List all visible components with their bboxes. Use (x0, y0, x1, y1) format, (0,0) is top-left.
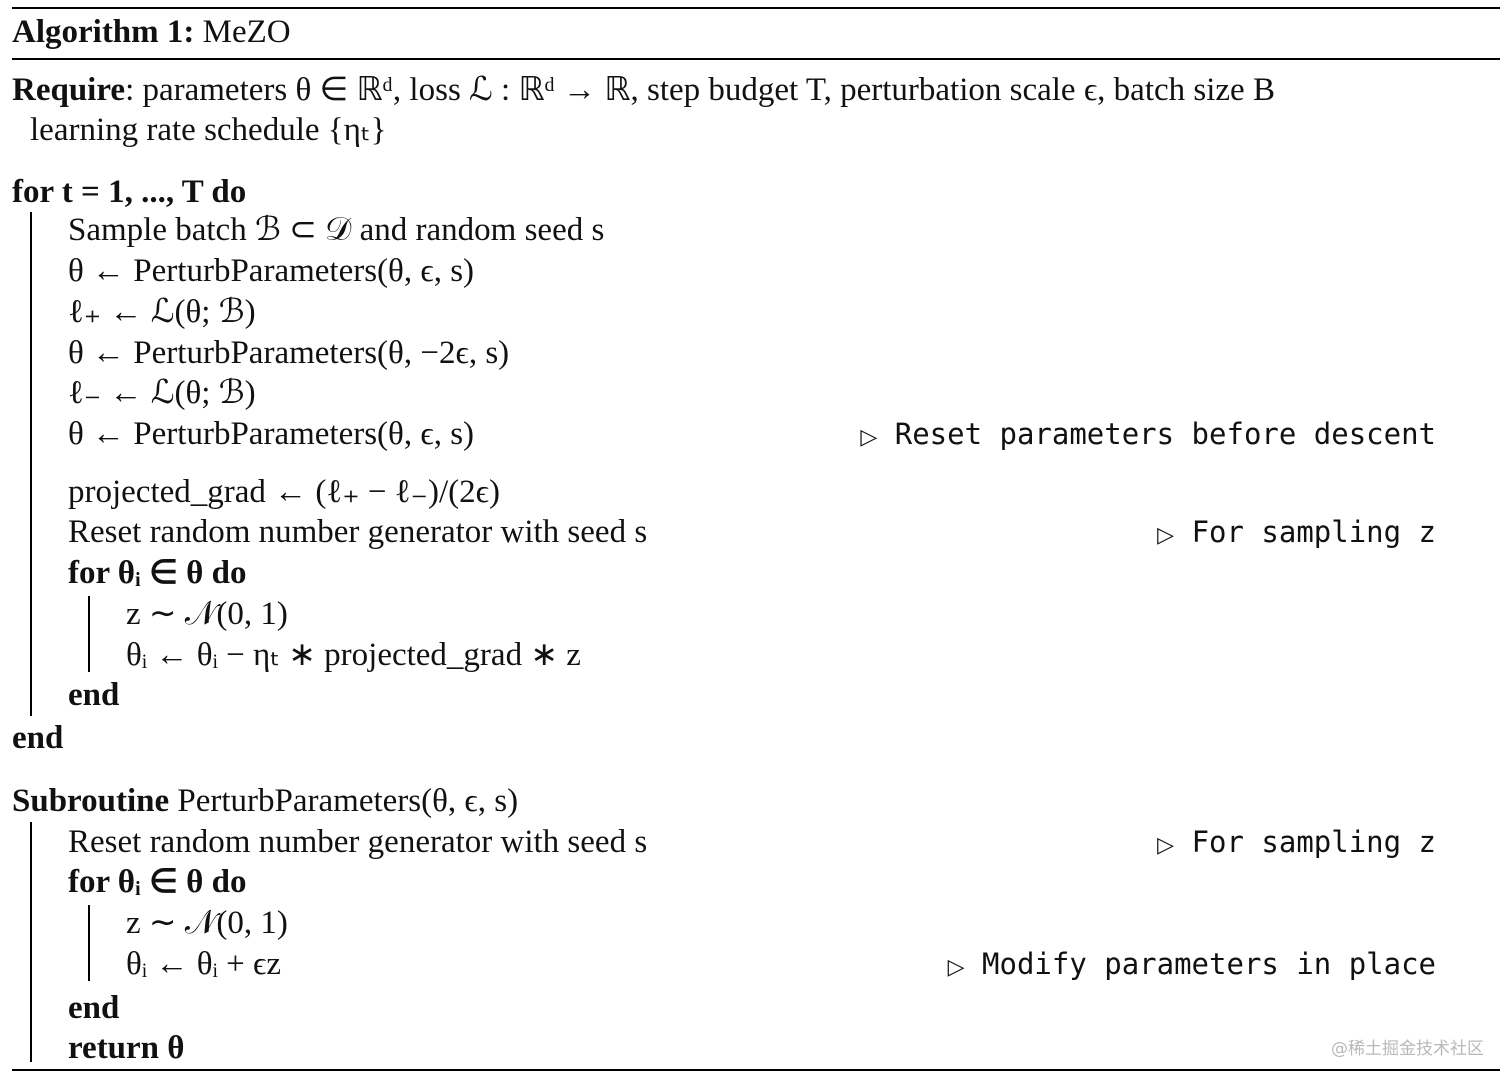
title-rule (12, 58, 1500, 60)
sub-for-header: for θᵢ ∈ θ do (68, 864, 247, 900)
for-loop-end: end (12, 720, 64, 756)
comment-triangle-icon: ▷ (1157, 523, 1175, 548)
comment-triangle-icon: ▷ (1157, 833, 1175, 858)
sub-reset-rng: Reset random number generator with seed … (68, 824, 648, 860)
algorithm-label: Algorithm 1: (12, 14, 195, 50)
step-loss-minus: ℓ₋ ← ℒ(θ; ℬ) (68, 375, 256, 411)
subroutine-scope-bar (30, 822, 32, 1062)
inner-for-scope-bar (88, 596, 90, 672)
require-text: : parameters θ ∈ ℝᵈ, loss ℒ : ℝᵈ → ℝ, st… (125, 72, 1275, 108)
top-rule (12, 7, 1500, 9)
sub-sample-z: z ∼ 𝒩(0, 1) (126, 905, 288, 941)
inner-sample-z: z ∼ 𝒩(0, 1) (126, 596, 288, 632)
sub-for-scope-bar (88, 905, 90, 981)
for-loop-header: for t = 1, ..., T do (12, 174, 247, 210)
subroutine-header: Subroutine PerturbParameters(θ, ϵ, s) (12, 781, 518, 821)
subroutine-signature: PerturbParameters(θ, ϵ, s) (177, 783, 519, 819)
sub-update-theta: θᵢ ← θᵢ + ϵz (126, 946, 282, 982)
comment-modify: ▷ Modify parameters in place (947, 947, 1436, 981)
comment-triangle-icon: ▷ (947, 955, 965, 980)
sub-for-end: end (68, 990, 120, 1026)
step-perturb-minus: θ ← PerturbParameters(θ, −2ϵ, s) (68, 335, 510, 371)
inner-update-theta: θᵢ ← θᵢ − ηₜ ∗ projected_grad ∗ z (126, 637, 581, 673)
algorithm-name: MeZO (202, 14, 291, 50)
for-loop-scope-bar (30, 212, 32, 716)
step-perturb-plus: θ ← PerturbParameters(θ, ϵ, s) (68, 253, 475, 289)
require-keyword: Require (12, 72, 126, 108)
comment-reset: ▷ Reset parameters before descent (860, 417, 1436, 451)
require-line-1: Require: parameters θ ∈ ℝᵈ, loss ℒ : ℝᵈ … (12, 70, 1275, 110)
step-loss-plus: ℓ₊ ← ℒ(θ; ℬ) (68, 294, 256, 330)
comment-sampling-1: ▷ For sampling z (1157, 515, 1436, 549)
sub-return: return θ (68, 1030, 185, 1066)
subroutine-keyword: Subroutine (12, 783, 170, 819)
require-line-2: learning rate schedule {ηₜ} (30, 112, 387, 148)
step-perturb-reset: θ ← PerturbParameters(θ, ϵ, s) (68, 416, 475, 452)
comment-triangle-icon: ▷ (860, 425, 878, 450)
inner-for-header: for θᵢ ∈ θ do (68, 555, 247, 591)
step-projected-grad: projected_grad ← (ℓ₊ − ℓ₋)/(2ϵ) (68, 474, 500, 510)
watermark: @稀土掘金技术社区 (1331, 1039, 1484, 1059)
comment-sampling-2: ▷ For sampling z (1157, 825, 1436, 859)
bottom-rule (12, 1069, 1500, 1071)
step-sample-batch: Sample batch ℬ ⊂ 𝒟 and random seed s (68, 212, 605, 248)
inner-for-end: end (68, 677, 120, 713)
algorithm-title: Algorithm 1: MeZO (12, 12, 291, 52)
step-reset-rng: Reset random number generator with seed … (68, 514, 648, 550)
